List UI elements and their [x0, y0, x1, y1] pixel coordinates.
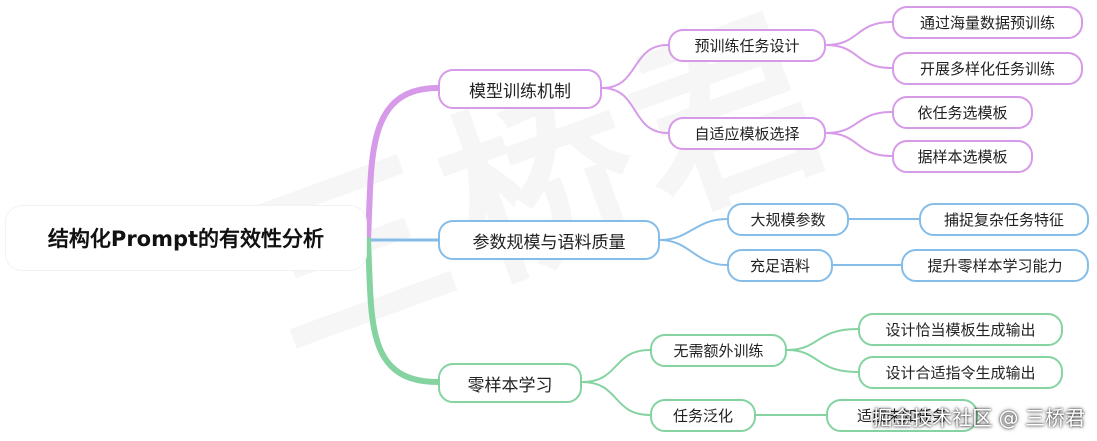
corner-watermark: 掘金技术社区 @ 三桥君 [872, 406, 1085, 430]
node-pretrain-task-design[interactable]: 预训练任务设计 [668, 29, 826, 62]
link-root-b3 [365, 237, 441, 385]
leaf-capture-task-features[interactable]: 捕捉复杂任务特征 [919, 203, 1089, 236]
link-c5-l2 [786, 349, 859, 373]
leaf-massive-data-pretrain[interactable]: 通过海量数据预训练 [892, 6, 1083, 39]
leaf-template-by-sample[interactable]: 据样本选模板 [892, 140, 1033, 173]
link-c2-l2 [825, 132, 893, 157]
node-no-extra-training[interactable]: 无需额外训练 [650, 334, 787, 367]
link-c2-l1 [825, 111, 893, 134]
leaf-template-output[interactable]: 设计恰当模板生成输出 [858, 313, 1063, 346]
branch-node-model-training[interactable]: 模型训练机制 [438, 69, 602, 109]
leaf-diverse-task-training[interactable]: 开展多样化任务训练 [892, 52, 1083, 85]
root-node[interactable]: 结构化Prompt的有效性分析 [6, 206, 366, 270]
node-adaptive-template[interactable]: 自适应模板选择 [668, 117, 826, 150]
leaf-instruction-output[interactable]: 设计合适指令生成输出 [858, 356, 1063, 389]
node-large-params[interactable]: 大规模参数 [727, 203, 849, 236]
link-c1-l2 [825, 44, 893, 69]
link-c5-l1 [786, 328, 859, 351]
branch-node-params-corpus[interactable]: 参数规模与语料质量 [438, 220, 660, 260]
link-b1-c2 [601, 87, 669, 134]
link-root-b1 [365, 85, 441, 243]
link-c1-l1 [825, 21, 893, 46]
link-b3-c2 [581, 381, 651, 416]
leaf-unknown-task[interactable]: 适应未知任务 [826, 399, 978, 432]
node-sufficient-corpus[interactable]: 充足语料 [727, 249, 833, 282]
link-b2-c1 [659, 218, 728, 241]
link-b2-c2 [659, 239, 728, 266]
leaf-zero-shot-ability[interactable]: 提升零样本学习能力 [901, 249, 1089, 282]
link-b3-c1 [581, 349, 651, 383]
leaf-template-by-task[interactable]: 依任务选模板 [892, 96, 1033, 129]
branch-node-zero-shot[interactable]: 零样本学习 [438, 363, 582, 403]
node-task-generalization[interactable]: 任务泛化 [650, 399, 756, 432]
link-b1-c1 [601, 44, 669, 89]
